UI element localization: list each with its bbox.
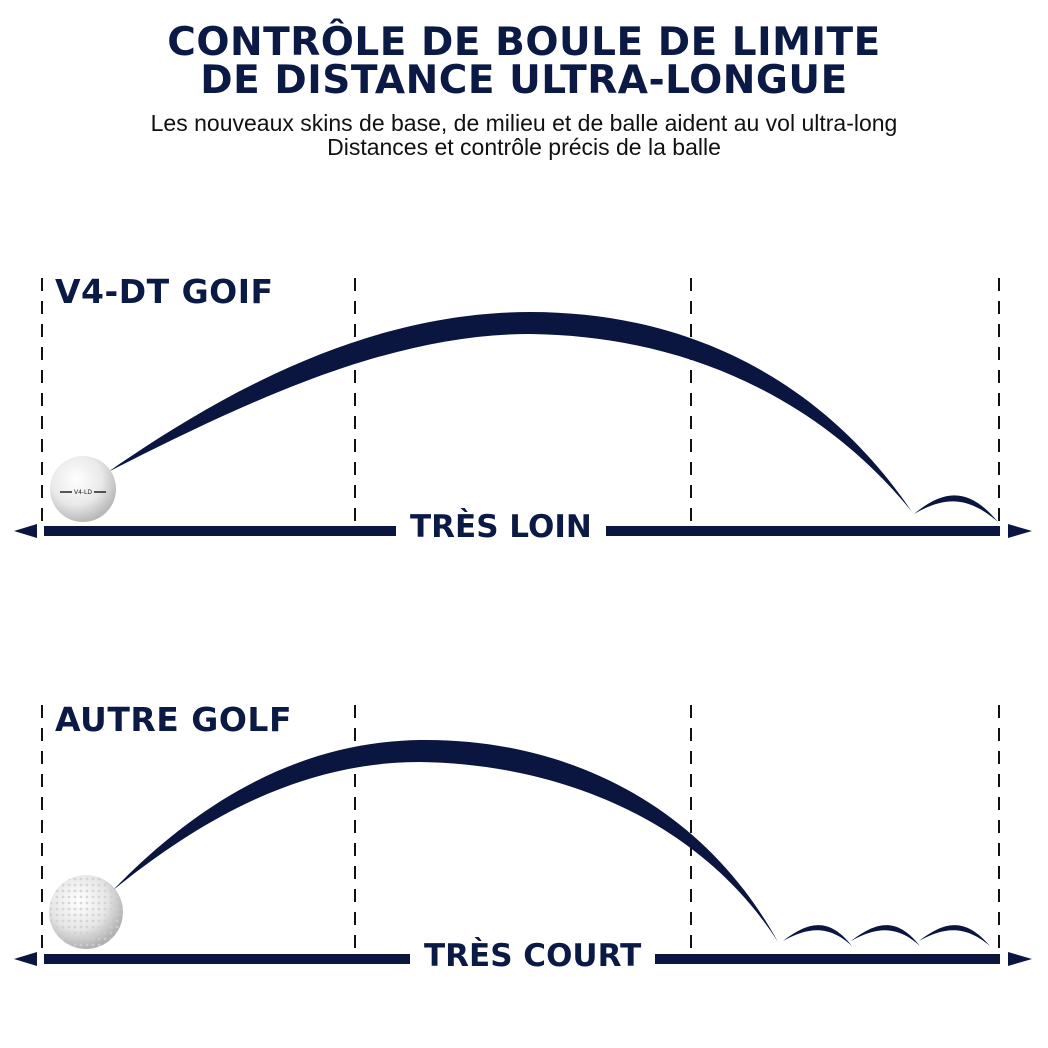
bounce-arc-2 (851, 925, 920, 946)
page-title: CONTRÔLE DE BOULE DE LIMITE DE DISTANCE … (0, 20, 1048, 103)
arrow-right-icon (1008, 952, 1032, 966)
distance-marker-lines (41, 278, 1000, 526)
bounce-arcs (783, 925, 990, 946)
title-line-2: DE DISTANCE ULTRA-LONGUE (200, 58, 848, 103)
bounce-arc-1 (783, 925, 852, 946)
distance-label: TRÈS COURT (410, 937, 656, 975)
page-subtitle: Les nouveaux skins de base, de milieu et… (0, 111, 1048, 159)
arrow-left-icon (14, 524, 37, 538)
product-label: V4-DT GOIF (55, 272, 274, 311)
flight-path-arc (108, 312, 912, 512)
distance-marker-lines (41, 705, 1000, 954)
distance-label: TRÈS LOIN (396, 508, 606, 546)
bounce-arc (914, 495, 998, 522)
title-line-1: CONTRÔLE DE BOULE DE LIMITE (167, 20, 881, 65)
subtitle-line-2: Distances et contrôle précis de la balle (327, 134, 721, 160)
arrow-right-icon (1008, 524, 1032, 538)
subtitle-line-1: Les nouveaux skins de base, de milieu et… (150, 110, 898, 136)
golf-ball-branded-icon: V4-LD (50, 456, 116, 522)
bounce-arc-3 (919, 925, 990, 946)
golf-ball-dimpled-icon (49, 875, 123, 949)
arrow-left-icon (14, 952, 37, 966)
flight-path-arc (112, 739, 778, 942)
svg-text:V4-LD: V4-LD (74, 489, 92, 496)
product-label: AUTRE GOLF (55, 700, 292, 739)
